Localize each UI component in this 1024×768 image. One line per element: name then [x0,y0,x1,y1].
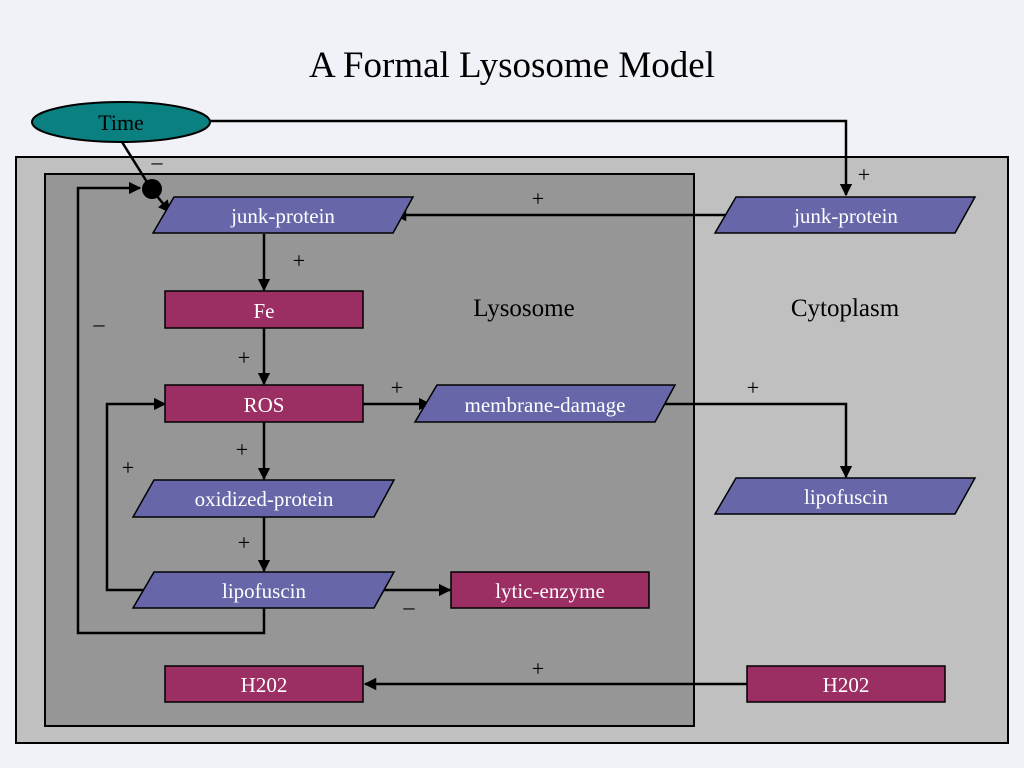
edge-sign: + [747,375,759,400]
time-label: Time [98,110,144,135]
ros-node [164,384,364,423]
edge-lipofuscin-to-ros [105,397,167,592]
lipofuscin-label-cytoplasm: lipofuscin [804,485,888,509]
fe-node [164,290,364,329]
h202-node-cytoplasm [746,665,946,703]
edge-sign: + [532,656,544,681]
edge-sign: + [532,186,544,211]
edge-sign: + [236,437,248,462]
edge-lipofuscin-to-junk-lys [76,181,266,635]
lysosome-label: Lysosome [473,295,574,322]
lytic-enzyme-node [450,571,650,609]
junk-protein-label-lysosome: junk-protein [230,204,335,228]
lipofuscin-node-lysosome [131,571,396,609]
junk-protein-node-lysosome [151,196,415,234]
lysosome-region [44,173,695,727]
inhibition-junction-dot [142,179,162,199]
time-node [31,101,211,143]
edge-sign: – [151,149,164,174]
edge-time-to-junk-cyto [210,119,853,197]
junk-protein-node-cytoplasm [713,196,977,234]
edge-sign: – [403,594,416,619]
edge-sign: + [293,248,305,273]
h202-label-lysosome: H202 [241,673,288,697]
h202-node-lysosome [164,665,364,703]
oxidized-protein-node [131,479,396,518]
page-title: A Formal Lysosome Model [309,45,715,86]
ros-label: ROS [244,393,285,417]
cytoplasm-label: Cytoplasm [791,295,900,322]
edge-sign: + [238,530,250,555]
h202-label-cytoplasm: H202 [823,673,870,697]
membrane-damage-label: membrane-damage [465,393,626,417]
edge-sign: + [391,375,403,400]
edge-sign: + [238,345,250,370]
membrane-damage-node [413,384,677,423]
lipofuscin-node-cytoplasm [713,477,977,515]
lipofuscin-label-lysosome: lipofuscin [222,579,306,603]
lytic-enzyme-label: lytic-enzyme [495,579,605,603]
junk-protein-label-cytoplasm: junk-protein [793,204,898,228]
edge-membrane-to-lipofuscin-cyto [660,402,853,479]
fe-label: Fe [254,299,275,323]
edge-sign: – [93,311,106,336]
oxidized-protein-label: oxidized-protein [195,487,334,511]
edge-sign: + [858,162,870,187]
edge-sign: + [122,455,134,480]
